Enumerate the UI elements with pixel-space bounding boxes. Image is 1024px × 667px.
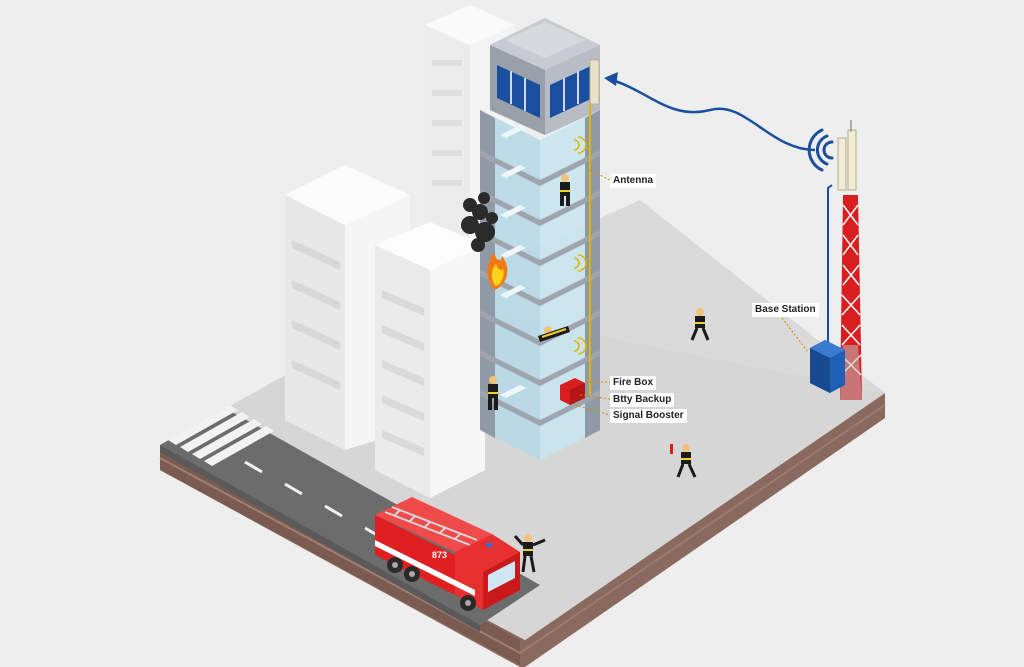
btty-backup-label: Btty Backup xyxy=(610,393,675,407)
label-leaders xyxy=(574,169,809,416)
fire-box-label: Fire Box xyxy=(610,376,657,390)
truck-number: 873 xyxy=(432,550,447,560)
firefighter xyxy=(513,534,546,573)
fire-truck: 873 xyxy=(375,497,520,611)
firefighter xyxy=(560,174,570,206)
base-station-label: Base Station xyxy=(752,303,819,317)
wifi-signal-icon xyxy=(807,128,834,172)
antenna-label: Antenna xyxy=(610,174,656,188)
firefighter xyxy=(670,444,697,478)
glass-tower xyxy=(480,18,600,460)
fire-box-equipment xyxy=(560,378,585,405)
firefighter xyxy=(690,308,710,341)
firefighter xyxy=(488,376,498,410)
flame-icon xyxy=(487,252,508,290)
signal-path xyxy=(604,72,816,152)
smoke-icon xyxy=(461,192,498,252)
base-station-tower xyxy=(810,120,862,400)
front-white-building xyxy=(375,222,485,498)
firefighter xyxy=(538,326,570,342)
signal-booster-label: Signal Booster xyxy=(610,409,687,423)
